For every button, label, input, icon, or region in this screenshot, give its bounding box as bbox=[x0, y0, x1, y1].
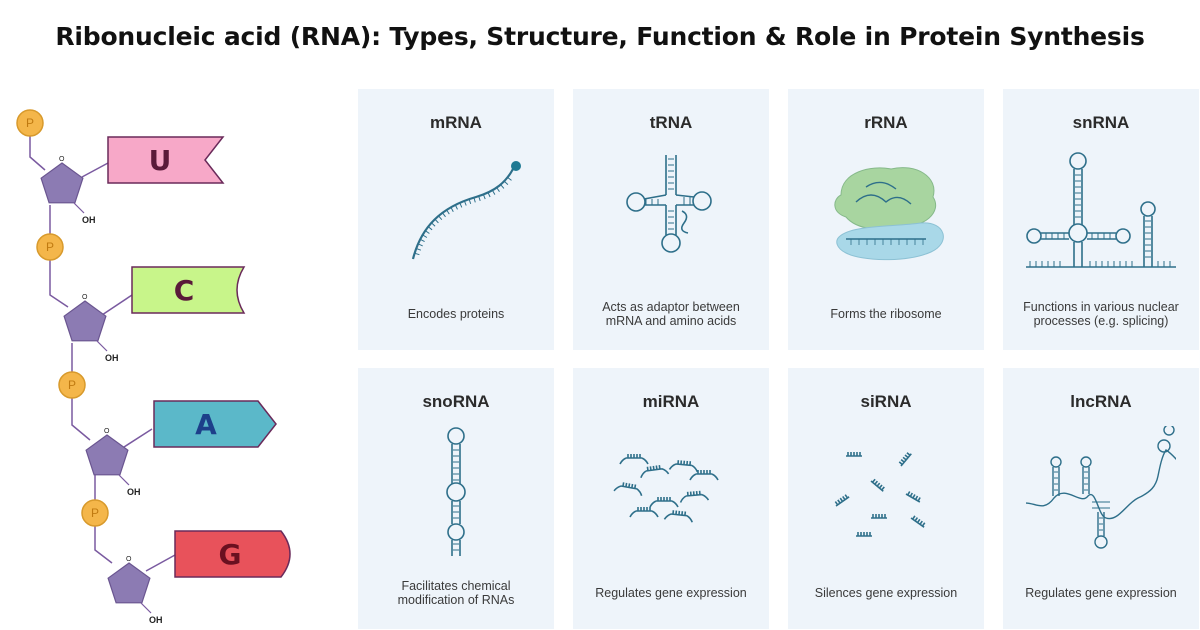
base-letter: G bbox=[219, 538, 242, 571]
rna-fragment bbox=[689, 470, 719, 481]
rna-fragment bbox=[649, 497, 679, 508]
phosphate-label: P bbox=[91, 506, 99, 520]
card-description: Acts as adaptor between mRNA and amino a… bbox=[602, 300, 740, 328]
rna-fragment bbox=[834, 494, 850, 507]
rna-fragment bbox=[629, 507, 659, 518]
base-c bbox=[131, 266, 246, 314]
rna-fragment bbox=[619, 454, 649, 465]
ring-oxygen-label: O bbox=[82, 294, 88, 301]
card-description: Regulates gene expression bbox=[1025, 586, 1177, 600]
sugar-rings: O O O O bbox=[40, 156, 151, 604]
mirna-illustration bbox=[613, 454, 719, 523]
rna-fragment bbox=[910, 515, 926, 528]
sugar-ring-3 bbox=[85, 434, 129, 476]
card-sirna: siRNA Silences gene expression bbox=[788, 368, 984, 629]
snorna-illustration bbox=[446, 427, 466, 556]
rna-types-grid: mRNA Encodes proteins tRNA Acts as adapt… bbox=[358, 89, 1199, 629]
card-description: Functions in various nuclear processes (… bbox=[1023, 300, 1179, 328]
base-letter: U bbox=[149, 144, 172, 177]
card-title: snRNA bbox=[1072, 113, 1130, 132]
lncrna-illustration bbox=[1026, 426, 1176, 549]
rna-fragment bbox=[871, 514, 887, 519]
rna-fragment bbox=[898, 452, 912, 467]
base-a bbox=[153, 400, 277, 448]
rna-fragment bbox=[846, 452, 862, 457]
ring-oxygen-label: O bbox=[59, 156, 65, 163]
card-snorna: snoRNA Facilitates chemical modification… bbox=[358, 368, 554, 629]
phosphate-label: P bbox=[26, 116, 34, 130]
card-description: Encodes proteins bbox=[407, 307, 505, 321]
hydroxyl-bond bbox=[118, 474, 130, 486]
card-description: Regulates gene expression bbox=[595, 586, 747, 600]
card-title: rRNA bbox=[864, 113, 908, 132]
card-title: siRNA bbox=[860, 392, 912, 411]
sirna-illustration bbox=[834, 452, 926, 537]
rna-chain-diagram: O O O O P P P P U C A G OH OH OH OH bbox=[0, 95, 340, 630]
card-mrna: mRNA Encodes proteins bbox=[358, 89, 554, 350]
card-rrna: rRNA Forms the ribosome bbox=[788, 89, 984, 350]
hydroxyl-bond bbox=[73, 202, 85, 214]
phosphate-3 bbox=[58, 371, 86, 399]
phosphate-groups: P P P P bbox=[16, 109, 109, 527]
card-lncrna: lncRNA Regulates gene expression bbox=[1003, 368, 1199, 629]
trna-illustration bbox=[626, 155, 712, 253]
sugar-ring-1 bbox=[40, 162, 84, 204]
page-title: Ribonucleic acid (RNA): Types, Structure… bbox=[55, 22, 1145, 51]
hydroxyl-label: OH bbox=[127, 487, 141, 497]
rrna-illustration bbox=[834, 167, 944, 261]
card-title: lncRNA bbox=[1070, 392, 1132, 411]
rna-chain-svg: O O O O P P P P U C A G OH OH OH OH bbox=[16, 109, 291, 625]
sugar-ring-2 bbox=[63, 300, 107, 342]
rna-fragment bbox=[856, 532, 872, 537]
card-description: Forms the ribosome bbox=[830, 307, 942, 321]
rna-fragment bbox=[613, 482, 643, 496]
phosphate-label: P bbox=[68, 378, 76, 392]
rna-fragment bbox=[668, 460, 699, 473]
base-letter: A bbox=[195, 408, 217, 441]
card-mirna: miRNA Regulates gene expression bbox=[573, 368, 769, 629]
card-title: mRNA bbox=[430, 113, 482, 132]
hydroxyl-label: OH bbox=[149, 615, 163, 625]
phosphate-label: P bbox=[46, 240, 54, 254]
ring-oxygen-label: O bbox=[126, 556, 132, 563]
base-letter: C bbox=[174, 274, 195, 307]
phosphate-4 bbox=[81, 499, 109, 527]
hydroxyl-label: OH bbox=[82, 215, 96, 225]
phosphate-2 bbox=[36, 233, 64, 261]
rna-fragment bbox=[640, 464, 670, 479]
base-u bbox=[107, 136, 225, 184]
ring-oxygen-label: O bbox=[104, 428, 110, 435]
snrna-illustration bbox=[1026, 152, 1176, 268]
rna-fragment bbox=[679, 490, 710, 503]
rna-fragment bbox=[870, 478, 885, 492]
hydroxyl-bond bbox=[96, 340, 108, 352]
card-description: Silences gene expression bbox=[814, 586, 958, 600]
hydroxyl-bond bbox=[140, 602, 152, 614]
sugar-ring-4 bbox=[107, 562, 151, 604]
hydroxyl-label: OH bbox=[105, 353, 119, 363]
card-title: miRNA bbox=[642, 392, 700, 411]
mrna-illustration bbox=[411, 161, 521, 260]
phosphate-1 bbox=[16, 109, 44, 137]
card-title: snoRNA bbox=[422, 392, 490, 411]
base-g bbox=[174, 530, 291, 578]
card-snrna: snRNA Functions in various nuclear proce… bbox=[1003, 89, 1199, 350]
card-description: Facilitates chemical modification of RNA… bbox=[397, 579, 515, 607]
rna-fragment bbox=[905, 491, 921, 503]
mrna-cap-icon bbox=[511, 161, 521, 171]
nitrogenous-bases: U C A G bbox=[107, 136, 291, 578]
hydroxyl-labels: OH OH OH OH bbox=[73, 202, 163, 625]
card-trna: tRNA Acts as adaptor between mRNA and am… bbox=[573, 89, 769, 350]
chain-backbone bbox=[29, 135, 176, 572]
card-title: tRNA bbox=[649, 113, 693, 132]
rna-fragment bbox=[663, 510, 694, 523]
